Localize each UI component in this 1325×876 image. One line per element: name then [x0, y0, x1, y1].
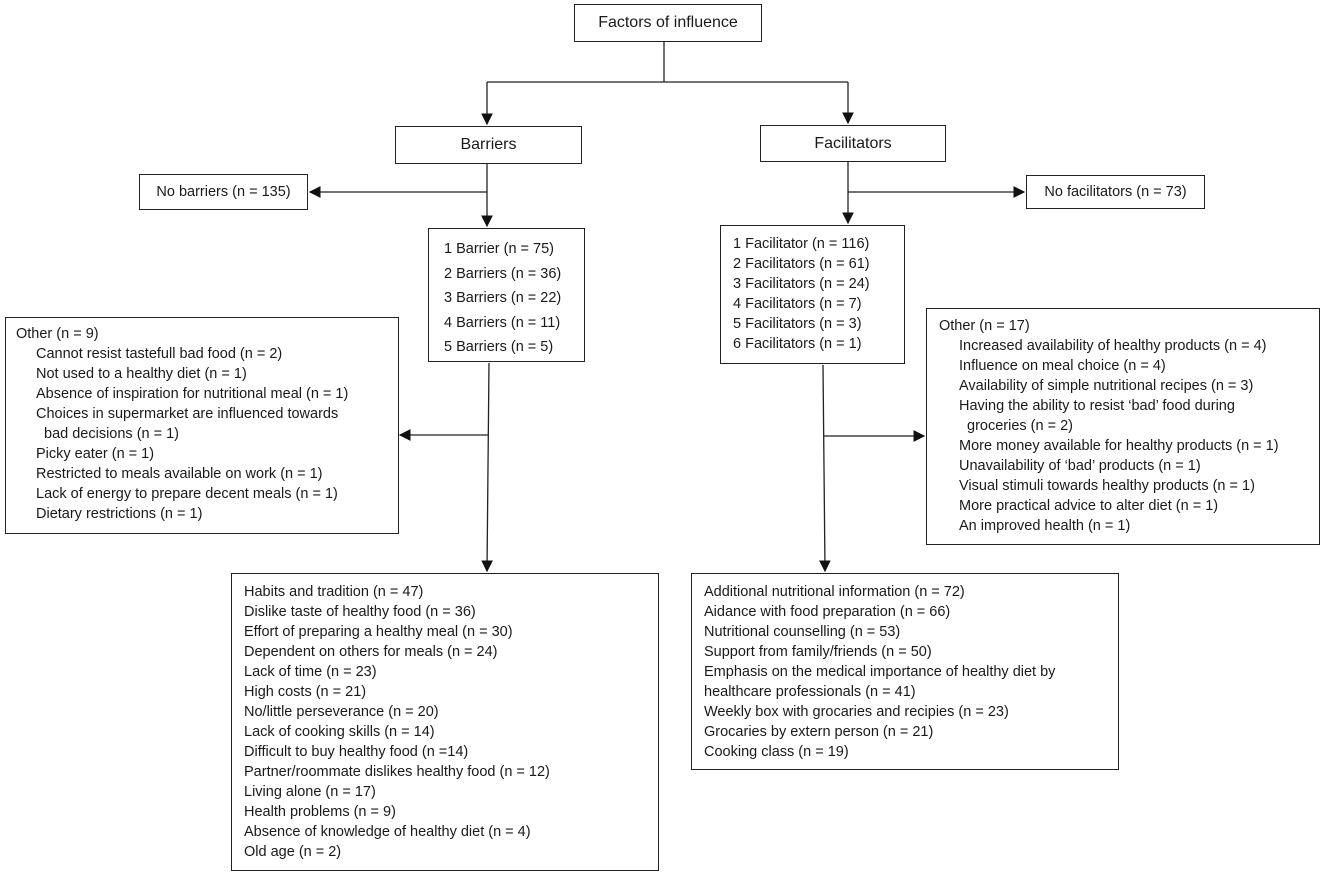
barrier-item: No/little perseverance (n = 20)	[244, 704, 439, 720]
facilitators-other-item: Increased availability of healthy produc…	[959, 338, 1267, 354]
barrier-count-item: 1 Barrier (n = 75)	[444, 241, 555, 257]
no-barriers-label: No barriers (n = 135)	[156, 184, 291, 200]
facilitator-item: Aidance with food preparation (n = 66)	[704, 604, 951, 620]
facilitator-item: Emphasis on the medical importance of he…	[704, 664, 1056, 680]
barrier-item: Dependent on others for meals (n = 24)	[244, 644, 498, 660]
barriers-other-item: Lack of energy to prepare decent meals (…	[36, 486, 338, 502]
facilitators-other-item: groceries (n = 2)	[967, 418, 1073, 434]
facilitators-stem-lower	[819, 364, 831, 573]
barriers-stem-lower	[481, 362, 493, 573]
facilitators-other-title: Other (n = 17)	[939, 318, 1030, 334]
facilitator-item: Additional nutritional information (n = …	[704, 584, 965, 600]
facilitators-list-box: Additional nutritional information (n = …	[691, 573, 1119, 770]
barriers-label: Barriers	[460, 136, 517, 153]
facilitators-other-item: An improved health (n = 1)	[959, 518, 1131, 534]
barriers-other-item: bad decisions (n = 1)	[44, 426, 180, 442]
barrier-item: Partner/roommate dislikes healthy food (…	[244, 764, 550, 780]
barriers-other-item: Absence of inspiration for nutritional m…	[36, 386, 349, 402]
facilitator-count-item: 6 Facilitators (n = 1)	[733, 336, 862, 352]
barrier-item: Lack of cooking skills (n = 14)	[244, 724, 435, 740]
barriers-other-item: Cannot resist tastefull bad food (n = 2)	[36, 346, 283, 362]
facilitator-count-item: 1 Facilitator (n = 116)	[733, 236, 870, 252]
facilitator-item: Nutritional counselling (n = 53)	[704, 624, 901, 640]
barrier-item: Absence of knowledge of healthy diet (n …	[244, 824, 531, 840]
barriers-other-item: Not used to a healthy diet (n = 1)	[36, 366, 247, 382]
barriers-other-title: Other (n = 9)	[16, 326, 99, 342]
facilitator-count-item: 2 Facilitators (n = 61)	[733, 256, 870, 272]
barrier-counts-box: 1 Barrier (n = 75) 2 Barriers (n = 36) 3…	[428, 228, 585, 362]
facilitators-other-item: Influence on meal choice (n = 4)	[959, 358, 1166, 374]
barrier-item: Effort of preparing a healthy meal (n = …	[244, 624, 513, 640]
barrier-item: Old age (n = 2)	[244, 844, 342, 860]
barriers-node: Barriers	[395, 126, 582, 164]
facilitator-count-item: 4 Facilitators (n = 7)	[733, 296, 862, 312]
facilitator-item: healthcare professionals (n = 41)	[704, 684, 916, 700]
barrier-count-item: 3 Barriers (n = 22)	[444, 290, 562, 306]
no-barriers-node: No barriers (n = 135)	[139, 174, 308, 210]
barrier-count-item: 5 Barriers (n = 5)	[444, 339, 554, 355]
facilitators-other-item: More practical advice to alter diet (n =…	[959, 498, 1219, 514]
barrier-item: Dislike taste of healthy food (n = 36)	[244, 604, 476, 620]
facilitators-other-item: Visual stimuli towards healthy products …	[959, 478, 1255, 494]
facilitators-node: Facilitators	[760, 125, 946, 162]
barriers-other-item: Choices in supermarket are influenced to…	[36, 406, 339, 422]
facilitators-label: Facilitators	[814, 134, 892, 152]
barriers-other-item: Dietary restrictions (n = 1)	[36, 506, 203, 522]
facilitators-other-item: More money available for healthy product…	[959, 438, 1279, 454]
barrier-item: Habits and tradition (n = 47)	[244, 584, 424, 600]
facilitator-count-item: 5 Facilitators (n = 3)	[733, 316, 862, 332]
facilitators-other-item: Having the ability to resist ‘bad’ food …	[959, 398, 1235, 414]
barriers-other-item: Restricted to meals available on work (n…	[36, 466, 323, 482]
facilitator-item: Grocaries by extern person (n = 21)	[704, 724, 934, 740]
barrier-item: High costs (n = 21)	[244, 684, 367, 700]
barriers-other-box: Other (n = 9) Cannot resist tastefull ba…	[5, 317, 399, 534]
barrier-item: Difficult to buy healthy food (n =14)	[244, 744, 469, 760]
root-node: Factors of influence	[574, 4, 762, 42]
barrier-count-item: 2 Barriers (n = 36)	[444, 265, 562, 282]
barriers-other-item: Picky eater (n = 1)	[36, 446, 155, 462]
facilitator-item: Support from family/friends (n = 50)	[704, 644, 932, 660]
barriers-list-box: Habits and tradition (n = 47) Dislike ta…	[231, 573, 659, 871]
barrier-count-item: 4 Barriers (n = 11)	[444, 314, 561, 331]
facilitators-other-box: Other (n = 17) Increased availability of…	[926, 308, 1320, 545]
facilitators-other-item: Unavailability of ‘bad’ products (n = 1)	[959, 458, 1201, 474]
barrier-item: Lack of time (n = 23)	[244, 664, 377, 680]
no-facilitators-label: No facilitators (n = 73)	[1044, 184, 1187, 200]
facilitator-counts-box: 1 Facilitator (n = 116) 2 Facilitators (…	[720, 225, 905, 364]
facilitators-other-item: Availability of simple nutritional recip…	[959, 378, 1254, 394]
facilitator-item: Weekly box with grocaries and recipies (…	[704, 704, 1009, 720]
root-label: Factors of influence	[598, 14, 738, 31]
facilitator-item: Cooking class (n = 19)	[704, 744, 849, 760]
facilitator-count-item: 3 Facilitators (n = 24)	[733, 276, 870, 292]
barrier-item: Living alone (n = 17)	[244, 784, 376, 800]
barrier-item: Health problems (n = 9)	[244, 804, 396, 820]
no-facilitators-node: No facilitators (n = 73)	[1026, 175, 1205, 209]
